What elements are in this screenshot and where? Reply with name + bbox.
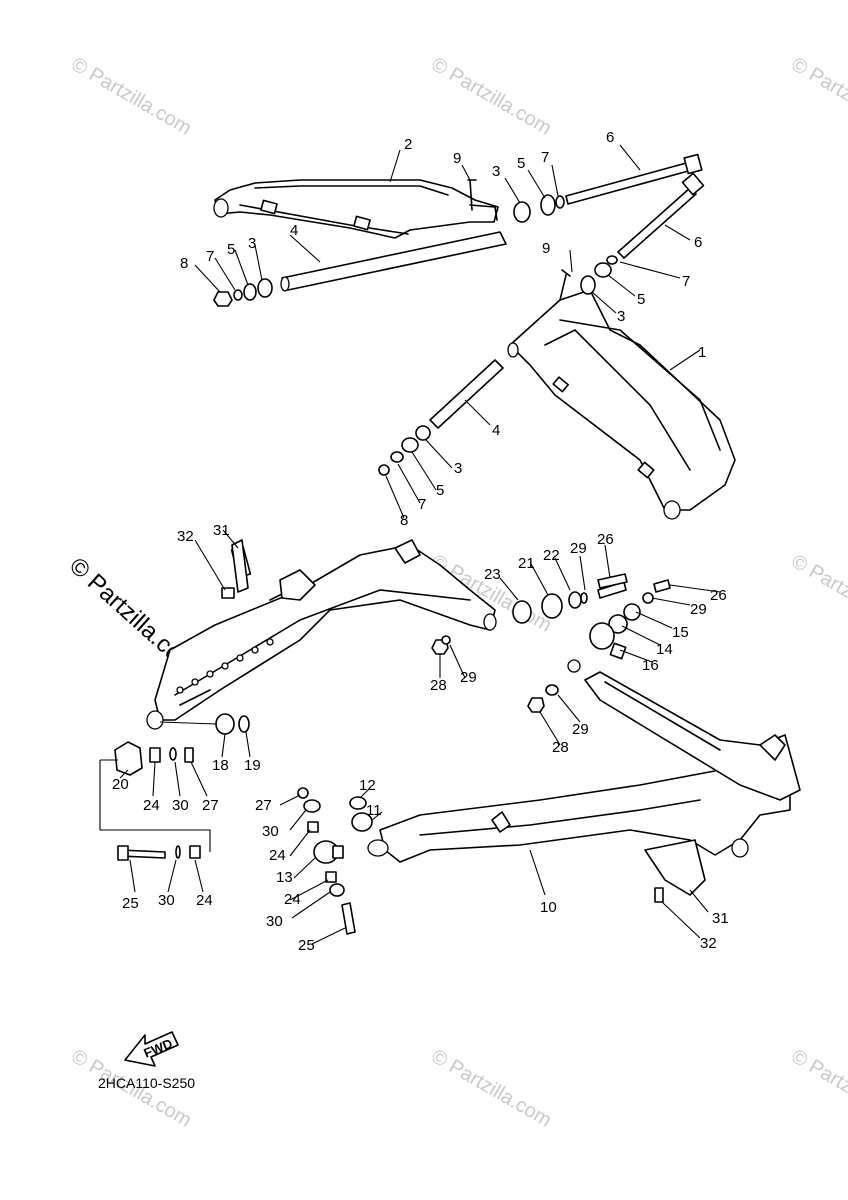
label-3: 3 [454, 460, 462, 477]
watermark: © Partzilla.com [68, 53, 196, 139]
label-31: 31 [213, 522, 230, 539]
label-16: 16 [642, 657, 659, 674]
label-25: 25 [298, 937, 315, 954]
label-32: 32 [700, 935, 717, 952]
lower-bushings [378, 255, 618, 476]
label-27: 27 [255, 797, 272, 814]
collar-tube-4-lower [429, 359, 504, 429]
label-12: 12 [359, 777, 376, 794]
label-26: 26 [710, 587, 727, 604]
label-3: 3 [248, 235, 256, 252]
label-20: 20 [112, 776, 129, 793]
label-3: 3 [492, 163, 500, 180]
link-parts [99, 759, 373, 935]
label-7: 7 [541, 149, 549, 166]
label-5: 5 [227, 241, 235, 258]
rear-arm-holes [176, 638, 274, 694]
label-7: 7 [418, 496, 426, 513]
label-30: 30 [262, 823, 279, 840]
label-24: 24 [143, 797, 160, 814]
label-29: 29 [572, 721, 589, 738]
label-5: 5 [517, 155, 525, 172]
label-28: 28 [430, 677, 447, 694]
pivot-bushings-left [114, 713, 250, 776]
label-6: 6 [694, 234, 702, 251]
bolt-6-lower [617, 172, 705, 259]
watermark: © Partzilla.com [428, 1045, 556, 1131]
label-8: 8 [400, 512, 408, 529]
label-18: 18 [212, 757, 229, 774]
part-labels: 2 9 3 5 7 6 6 4 8 7 5 3 9 7 5 3 1 4 3 5 … [112, 129, 729, 954]
label-26: 26 [597, 531, 614, 548]
control-rod-10 [367, 659, 801, 863]
label-6: 6 [606, 129, 614, 146]
upper-bushings [213, 179, 565, 307]
label-8: 8 [180, 255, 188, 272]
watermark: © Partzilla.com [788, 53, 848, 139]
label-19: 19 [244, 757, 261, 774]
label-24: 24 [196, 892, 213, 909]
label-4: 4 [492, 422, 500, 439]
label-5: 5 [436, 482, 444, 499]
label-2: 2 [404, 136, 412, 153]
bracket-31-lower [644, 839, 706, 903]
label-13: 13 [276, 869, 293, 886]
label-28: 28 [552, 739, 569, 756]
label-3: 3 [617, 308, 625, 325]
label-24: 24 [284, 891, 301, 908]
label-30: 30 [172, 797, 189, 814]
bolts-26 [597, 573, 628, 589]
label-4: 4 [290, 222, 298, 239]
label-30: 30 [158, 892, 175, 909]
label-9: 9 [542, 240, 550, 257]
label-9: 9 [453, 150, 461, 167]
fwd-label: FWD [142, 1036, 175, 1061]
label-29: 29 [690, 601, 707, 618]
label-15: 15 [672, 624, 689, 641]
upper-arm-2 [213, 179, 499, 239]
label-1: 1 [698, 344, 706, 361]
pivot-bushings-right [431, 579, 671, 713]
label-21: 21 [518, 555, 535, 572]
label-14: 14 [656, 641, 673, 658]
watermark: © Partzilla.com [428, 53, 556, 139]
upper-arm-1 [507, 289, 736, 520]
collar-tube-4-upper [280, 231, 507, 292]
bracket-31-upper [221, 539, 249, 599]
label-11: 11 [366, 802, 382, 819]
label-10: 10 [540, 899, 557, 916]
label-31: 31 [712, 910, 729, 927]
label-32: 32 [177, 528, 194, 545]
label-5: 5 [637, 291, 645, 308]
watermark: © Partzilla.com [788, 1045, 848, 1131]
watermark: © Partzilla.com [788, 550, 848, 636]
label-29: 29 [460, 669, 477, 686]
label-27: 27 [202, 797, 219, 814]
fwd-arrow: FWD [124, 1031, 179, 1067]
label-7: 7 [206, 248, 214, 265]
label-24: 24 [269, 847, 286, 864]
label-29: 29 [570, 540, 587, 557]
label-30: 30 [266, 913, 283, 930]
label-23: 23 [484, 566, 501, 583]
label-22: 22 [543, 547, 560, 564]
label-25: 25 [122, 895, 139, 912]
part-code: 2HCA110-S250 [98, 1075, 195, 1091]
leader-lines [119, 144, 721, 945]
bolt-6-upper [565, 153, 703, 205]
label-7: 7 [682, 273, 690, 290]
rear-arm [146, 539, 497, 730]
